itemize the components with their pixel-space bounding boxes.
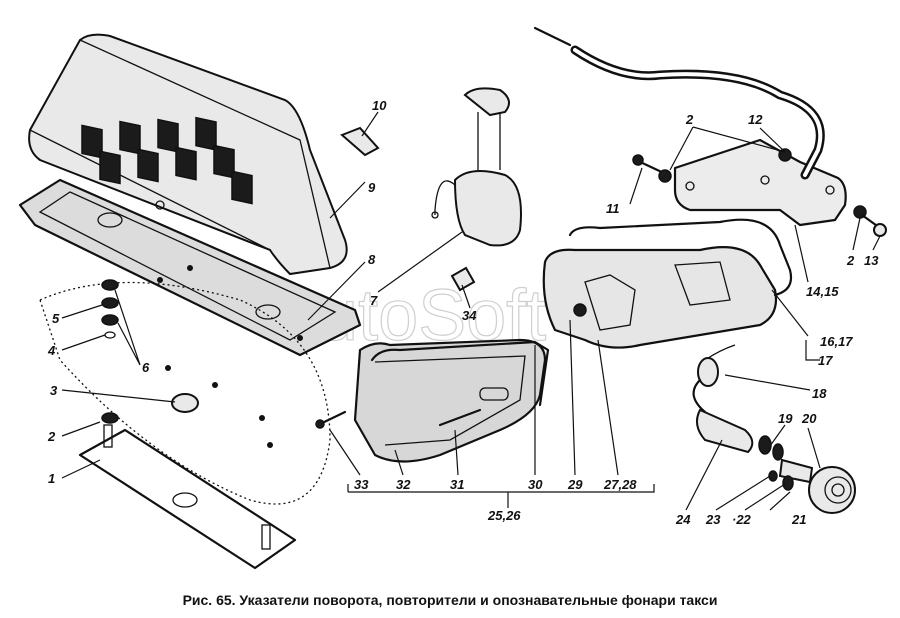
lamp-housing xyxy=(542,218,793,349)
gasket-plate xyxy=(18,178,362,357)
label-22: ·22 xyxy=(732,512,752,527)
label-20: 20 xyxy=(801,411,817,426)
label-34: 34 xyxy=(462,308,477,323)
leader-lines xyxy=(61,111,881,511)
label-25-26: 25,26 xyxy=(487,508,521,523)
label-16-17: 16,17 xyxy=(820,334,853,349)
repeater-lamp xyxy=(431,87,522,247)
label-7: 7 xyxy=(370,293,378,308)
group-bracket xyxy=(347,484,655,508)
label-9: 9 xyxy=(368,180,376,195)
front-lens xyxy=(353,338,547,463)
label-32: 32 xyxy=(396,477,411,492)
label-5: 5 xyxy=(52,311,60,326)
label-11: 11 xyxy=(606,201,620,216)
label-21: 21 xyxy=(791,512,806,527)
label-8: 8 xyxy=(368,252,376,267)
label-17: 17 xyxy=(818,353,833,368)
label-19: 19 xyxy=(778,411,793,426)
fasteners-left xyxy=(101,279,273,448)
part-labels: 1 2 3 4 5 6 7 8 9 10 11 2 12 2 13 14,15 … xyxy=(47,98,879,527)
lens-gasket xyxy=(370,340,550,407)
label-29: 29 xyxy=(567,477,583,492)
mounting-plate xyxy=(78,424,297,570)
label-12: 12 xyxy=(748,112,763,127)
side-bracket xyxy=(673,138,847,227)
label-24: 24 xyxy=(675,512,691,527)
label-2-right: 2 xyxy=(846,253,855,268)
label-18: 18 xyxy=(812,386,827,401)
fasteners-right xyxy=(632,148,887,237)
label-14-15: 14,15 xyxy=(806,284,839,299)
label-4: 4 xyxy=(47,343,56,358)
lamp-bulb-34 xyxy=(450,266,476,292)
label-31: 31 xyxy=(450,477,464,492)
roof-outline xyxy=(39,281,331,505)
label-2-top: 2 xyxy=(685,112,694,127)
checker-pattern xyxy=(81,116,253,205)
figure-caption: Рис. 65. Указатели поворота, повторители… xyxy=(182,592,718,608)
label-1: 1 xyxy=(48,471,55,486)
label-3: 3 xyxy=(50,383,58,398)
label-27-28: 27,28 xyxy=(603,477,637,492)
lamp-bulb-10 xyxy=(340,126,380,157)
label-33: 33 xyxy=(354,477,369,492)
label-13: 13 xyxy=(864,253,879,268)
taxi-roof-sign xyxy=(28,33,348,276)
switch-assembly xyxy=(692,344,856,514)
label-30: 30 xyxy=(528,477,543,492)
label-6: 6 xyxy=(142,360,150,375)
label-23: 23 xyxy=(705,512,721,527)
label-10: 10 xyxy=(372,98,387,113)
label-2-left: 2 xyxy=(47,429,56,444)
